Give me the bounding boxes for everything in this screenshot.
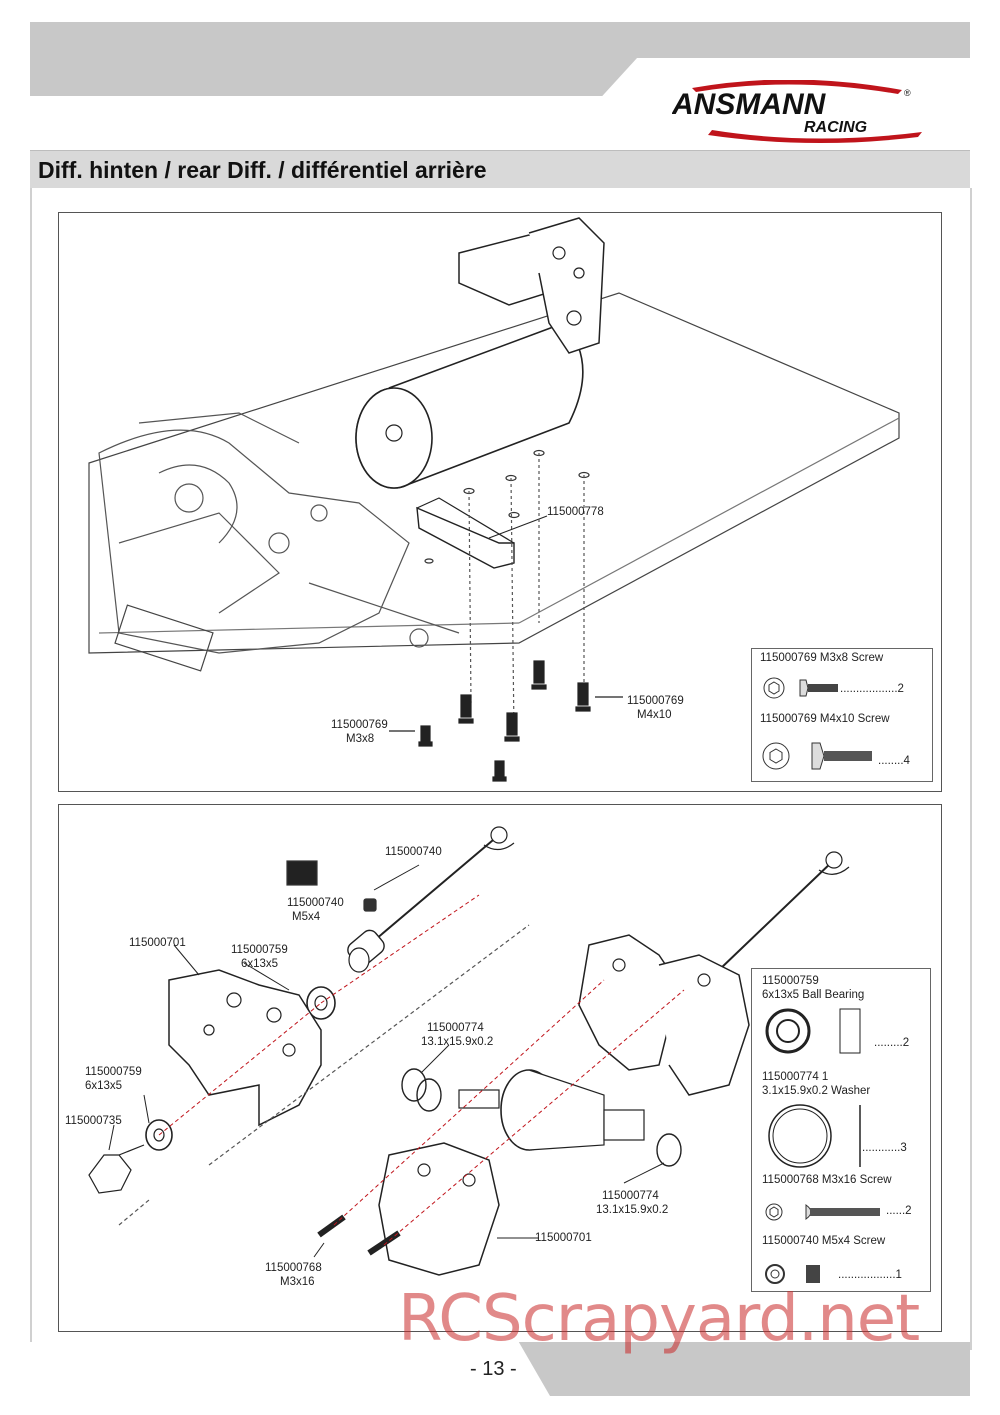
driveshaft-label: 115000740 [385,846,442,858]
m4-screw-size-label: M4x10 [637,709,672,721]
m3-screw-size-label: M3x8 [346,733,375,745]
page-number: - 13 - [470,1358,517,1380]
m5x4-grub-screw-icon [765,1264,820,1284]
pinion-label: 115000735 [65,1115,122,1127]
parts-legend-top: 115000769 M3x8 Screw ..................2… [751,648,933,782]
legend-bearing-sub: 6x13x5 Ball Bearing [762,989,865,1001]
legend-bearing-qty: .........2 [874,1037,910,1049]
m3x16-screw-code-label: 115000768 [265,1262,322,1274]
left-washer-code-label: 115000774 [427,1022,484,1034]
legend-bearing-title: 115000759 [762,975,819,987]
legend-m3-qty: ..................2 [840,683,904,695]
legend-m3x16-qty: ......2 [886,1205,912,1217]
ansmann-racing-logo: ANSMANN ® RACING [672,80,922,144]
lower-bearing-size-label: 6x13x5 [85,1080,123,1092]
m3x16-screw-size-label: M3x16 [280,1276,315,1288]
ball-bearing-icon [765,1008,861,1054]
section-title: Diff. hinten / rear Diff. / différentiel… [38,157,487,183]
legend-m4-title: 115000769 M4x10 Screw [760,713,890,725]
m4-screw-icon [762,742,872,770]
m3-screw-icon [763,677,838,699]
watermark: RCScrapyard.net [398,1282,920,1356]
legend-m3-title: 115000769 M3x8 Screw [760,652,884,664]
upper-bearing-code-label: 115000759 [231,944,288,956]
m3x16-screw-icon [765,1203,880,1221]
legend-m4-qty: ........4 [878,755,910,767]
m4-screw-code-label: 115000769 [627,695,684,707]
svg-text:ANSMANN: ANSMANN [672,88,827,121]
legend-m5x4-title: 115000740 M5x4 Screw [762,1235,886,1247]
svg-text:®: ® [904,88,911,98]
bottom-bulkhead-label: 115000701 [535,1232,592,1244]
right-washer-size-label: 13.1x15.9x0.2 [596,1204,669,1216]
grub-screw-size-label: M5x4 [292,911,321,923]
legend-m5x4-qty: ..................1 [838,1269,902,1281]
logo-background [600,58,970,148]
m3-screw-code-label: 115000769 [331,719,388,731]
rear-diff-exploded-drawing [88,826,850,1276]
legend-m3x16-title: 115000768 M3x16 Screw [762,1174,892,1186]
chassis-motor-drawing [88,217,900,782]
washer-icon [768,1104,861,1168]
upper-bearing-size-label: 6x13x5 [241,958,279,970]
svg-text:RACING: RACING [804,119,867,136]
footer-white-area [30,1342,550,1396]
grub-screw-code-label: 115000740 [287,897,344,909]
standoff-label: 115000778 [547,506,604,518]
legend-washer-sub: 3.1x15.9x0.2 Washer [762,1085,871,1097]
lower-bearing-code-label: 115000759 [85,1066,142,1078]
legend-washer-title: 115000774 1 [762,1071,829,1083]
right-washer-code-label: 115000774 [602,1190,659,1202]
left-washer-size-label: 13.1x15.9x0.2 [421,1036,494,1048]
parts-legend-bottom: 115000759 6x13x5 Ball Bearing .........2… [751,968,931,1292]
legend-washer-qty: ............3 [862,1142,907,1154]
section-title-bar: Diff. hinten / rear Diff. / différentiel… [30,150,970,189]
left-bulkhead-label: 115000701 [129,937,186,949]
